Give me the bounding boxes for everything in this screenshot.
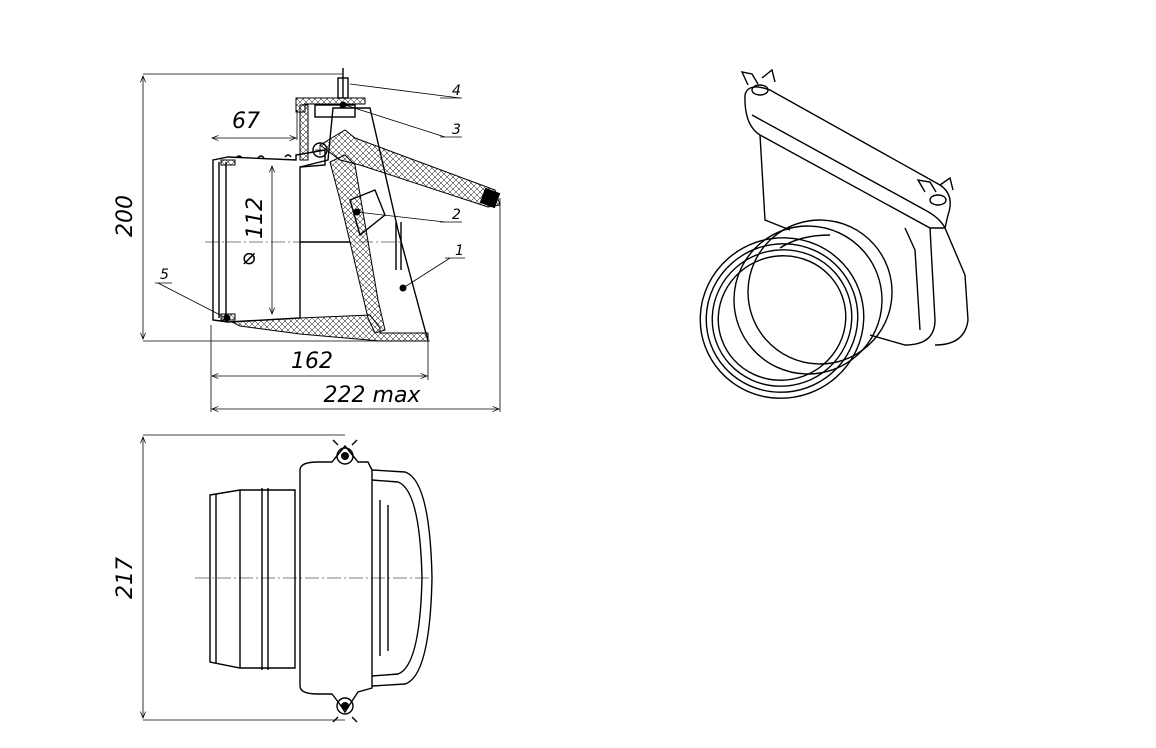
dim-length-max: 222 max bbox=[324, 383, 422, 408]
callout-4: 4 bbox=[452, 83, 461, 99]
dim-length: 162 bbox=[291, 349, 333, 374]
dim-socket-depth: 67 bbox=[232, 109, 260, 134]
isometric-view bbox=[699, 68, 969, 399]
dim-width: 217 bbox=[113, 557, 138, 599]
side-section-view: 200 67 112 ⌀ 162 222 max bbox=[113, 68, 501, 412]
callout-3: 3 bbox=[452, 122, 461, 138]
callout-5: 5 bbox=[160, 267, 169, 283]
callout-1: 1 bbox=[455, 243, 464, 259]
callout-2: 2 bbox=[452, 207, 461, 223]
diameter-symbol: ⌀ bbox=[242, 245, 256, 270]
dim-height: 200 bbox=[113, 195, 138, 237]
dim-diameter: 112 bbox=[243, 197, 268, 239]
top-view: 217 bbox=[113, 434, 433, 723]
